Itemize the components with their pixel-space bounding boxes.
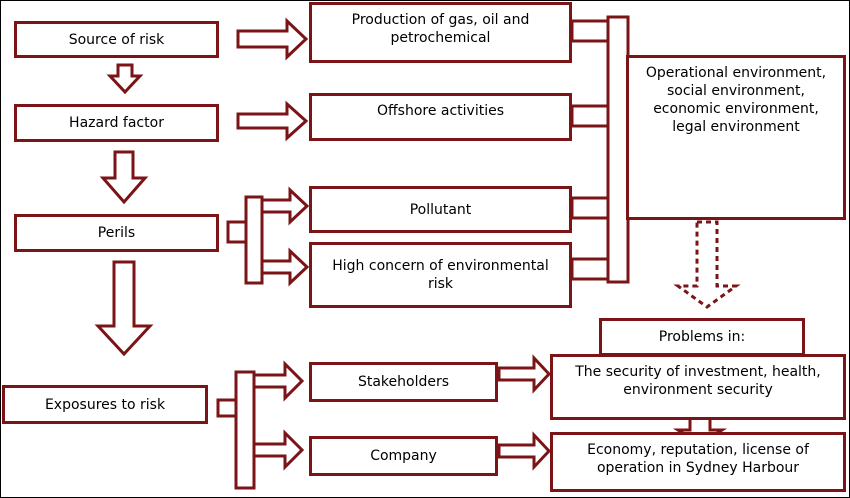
- security-box: The security of investment, health, envi…: [550, 354, 846, 420]
- high-concern-box: High concern of environmental risk: [309, 242, 572, 308]
- high-concern-label: High concern of environmental risk: [332, 258, 549, 292]
- down-arrow-hazard-to-perils: [99, 150, 149, 205]
- stub-offshore: [570, 104, 610, 128]
- environment-box: Operational environment, social environm…: [626, 55, 846, 220]
- pollutant-box: Pollutant: [309, 186, 572, 233]
- environment-label: Operational environment, social environm…: [645, 65, 827, 135]
- hazard-factor-label: Hazard factor: [69, 115, 164, 131]
- problems-in-label: Problems in:: [658, 329, 746, 345]
- economy-label: Economy, reputation, license of operatio…: [587, 442, 809, 476]
- company-box: Company: [309, 436, 498, 476]
- stub-high-concern: [570, 257, 610, 281]
- right-arrow-stakeholders-to-security: [497, 354, 552, 394]
- exposures-bracket-bar: [234, 370, 256, 490]
- perils-bracket-bar: [244, 195, 264, 285]
- security-label: The security of investment, health, envi…: [575, 364, 821, 398]
- perils-box: Perils: [14, 214, 219, 252]
- offshore-label: Offshore activities: [376, 103, 505, 119]
- down-arrow-perils-to-exposures: [94, 260, 154, 357]
- right-arrow-to-stakeholders: [252, 360, 305, 402]
- problems-in-box: Problems in:: [599, 318, 805, 356]
- company-label: Company: [370, 448, 437, 464]
- hazard-factor-box: Hazard factor: [14, 104, 219, 142]
- stub-pollutant: [570, 196, 610, 220]
- perils-bracket-connector: [226, 220, 248, 244]
- offshore-box: Offshore activities: [309, 93, 572, 141]
- collector-bar: [606, 15, 630, 284]
- right-arrow-hazard-to-offshore: [236, 100, 309, 142]
- right-arrow-source-to-production: [236, 17, 309, 61]
- dotted-down-arrow: [673, 220, 741, 309]
- right-arrow-to-pollutant: [260, 186, 310, 226]
- pollutant-label: Pollutant: [409, 201, 472, 218]
- source-of-risk-box: Source of risk: [14, 21, 219, 58]
- economy-box: Economy, reputation, license of operatio…: [550, 432, 846, 492]
- exposures-bracket-connector: [216, 398, 238, 418]
- stakeholders-label: Stakeholders: [357, 374, 450, 390]
- production-box: Production of gas, oil and petrochemical: [309, 2, 572, 63]
- stakeholders-box: Stakeholders: [309, 362, 498, 402]
- right-arrow-to-high-concern: [260, 247, 310, 287]
- right-arrow-to-company: [252, 429, 305, 471]
- exposures-to-risk-label: Exposures to risk: [44, 396, 166, 413]
- stub-production: [570, 19, 610, 43]
- source-of-risk-label: Source of risk: [68, 31, 165, 48]
- production-label: Production of gas, oil and petrochemical: [351, 12, 530, 46]
- down-arrow-source-to-hazard: [106, 63, 144, 95]
- exposures-to-risk-box: Exposures to risk: [2, 385, 208, 424]
- right-arrow-company-to-economy: [497, 431, 552, 471]
- perils-label: Perils: [97, 225, 136, 241]
